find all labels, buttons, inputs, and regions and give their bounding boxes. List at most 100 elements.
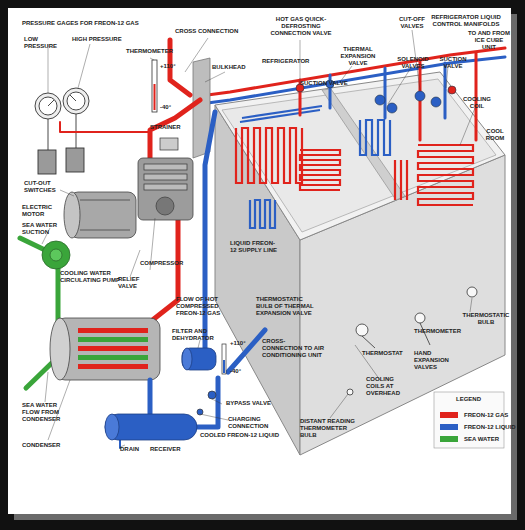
callout-label: -40°	[160, 104, 184, 111]
legend-box	[434, 392, 504, 448]
cool-room-coils	[395, 160, 407, 200]
valve-symbols	[448, 86, 456, 94]
hot-gas-pipes	[150, 100, 200, 160]
pressure-gages	[48, 100, 54, 106]
condenser	[78, 328, 148, 333]
callout-label: ELECTRIC MOTOR	[22, 204, 64, 218]
compressor	[144, 164, 187, 170]
pressure-gages	[63, 88, 89, 114]
valve-symbols	[431, 97, 441, 107]
electric-motor	[64, 192, 80, 238]
legend-row: SEA WATER	[440, 434, 502, 444]
callout-label: BYPASS VALVE	[226, 400, 276, 407]
callout-label: COOLING COILS AT OVERHEAD	[366, 376, 408, 397]
condenser	[55, 318, 160, 380]
callout-label: SOLENOID VALVES	[392, 56, 434, 70]
room-box	[215, 72, 505, 455]
room-instruments	[415, 313, 425, 323]
circulating-pump	[50, 249, 62, 261]
sea-water-pipes	[56, 268, 61, 322]
pressure-gages	[70, 95, 76, 101]
compressor	[138, 158, 193, 220]
cool-room-coils	[418, 145, 473, 205]
legend-text: SEA WATER	[464, 434, 499, 444]
callout-label: BULKHEAD	[212, 64, 252, 71]
callout-label: STRAINER	[150, 124, 190, 131]
compressor	[144, 184, 187, 190]
hot-gas-pipes	[150, 220, 178, 322]
callout-label: PRESSURE GAGES FOR FREON-12 GAS	[22, 20, 162, 27]
room-instruments	[362, 336, 375, 348]
thermometer-symbol	[154, 84, 156, 110]
room-box	[215, 72, 505, 240]
callout-label: DRAIN	[120, 446, 150, 453]
pressure-gages	[48, 119, 49, 150]
callout-label: CHARGING CONNECTION	[228, 416, 298, 430]
callout-label: THERMAL EXPANSION VALVE	[334, 46, 382, 67]
liquid-pipes	[228, 330, 265, 372]
callout-label: CUT-OFF VALVES	[396, 16, 428, 30]
hot-gas-pipes	[60, 40, 200, 322]
callout-label: CUT-OUT SWITCHES	[24, 180, 64, 194]
callout-label: HAND EXPANSION VALVES	[414, 350, 462, 371]
valve-symbols	[415, 91, 425, 101]
callout-label: THERMOSTAT	[362, 350, 406, 357]
valve-symbols	[375, 95, 385, 105]
callout-label: COOLED FREON-12 LIQUID	[200, 432, 280, 439]
legend-row: FREON-12 GAS	[440, 410, 502, 420]
callout-label: SEA WATER SUCTION	[22, 222, 62, 236]
legend-box	[434, 392, 504, 448]
thermometer-symbol	[152, 60, 157, 112]
cool-room-coils	[360, 120, 390, 155]
callout-label: HOT GAS QUICK-DEFROSTING CONNECTION VALV…	[262, 16, 340, 37]
small-thermometer	[222, 344, 226, 374]
small-thermometer	[223, 360, 225, 373]
pressure-gages	[39, 97, 57, 115]
legend-text: FREON-12 GAS	[464, 410, 508, 420]
leader-lines	[42, 30, 475, 447]
compressor	[144, 174, 187, 180]
strainer	[160, 138, 178, 150]
callout-label: HIGH PRESSURE	[72, 36, 122, 43]
callout-label: CROSS-CONNECTION TO AIR CONDITIONING UNI…	[262, 338, 324, 359]
electric-motor	[64, 192, 136, 238]
callout-label: THERMOSTATIC BULB	[462, 312, 510, 326]
callout-label: FILTER AND DEHYDRATOR	[172, 328, 222, 342]
leader-lines	[198, 298, 472, 418]
callout-label: SEA WATER FLOW FROM CONDENSER	[22, 402, 74, 423]
callout-label: THERMOMETER	[414, 328, 464, 335]
callout-label: REFRIGERATOR LIQUID CONTROL MANIFOLDS	[430, 14, 502, 28]
receiver	[105, 414, 197, 440]
refrigerator-coils	[240, 106, 322, 122]
filter-dehydrator	[182, 348, 216, 370]
callout-label: +110°	[230, 340, 254, 347]
filter-dehydrator	[182, 348, 192, 370]
leader-lines	[300, 30, 448, 104]
receiver	[105, 414, 119, 440]
callout-label: COOL ROOM	[480, 128, 510, 142]
condenser	[78, 337, 148, 342]
refrigerator-coils	[236, 128, 302, 183]
callout-label: THERMOMETER	[126, 48, 174, 55]
refrigerator-coils	[236, 106, 340, 228]
room-instruments	[356, 324, 368, 336]
paper	[8, 8, 511, 514]
callout-label: FLOW OF HOT COMPRESSED FREON-12 GAS	[176, 296, 238, 317]
pressure-gages	[67, 92, 85, 110]
pressure-gages	[38, 150, 56, 174]
room-box	[222, 79, 496, 232]
callout-label: COMPRESSOR	[140, 260, 190, 267]
pressure-gages	[35, 93, 61, 119]
callout-label: RECEIVER	[150, 446, 190, 453]
circulating-pump	[42, 241, 70, 269]
leader-lines	[42, 108, 475, 277]
leader-lines	[48, 38, 225, 93]
thermometer-symbol	[152, 60, 157, 112]
overhead-pipes	[330, 63, 445, 118]
callout-label: COOLING COIL	[460, 96, 494, 110]
callout-label: LOW PRESSURE	[24, 36, 72, 50]
valve-symbols	[387, 103, 397, 113]
sea-water-pipes	[20, 238, 45, 250]
